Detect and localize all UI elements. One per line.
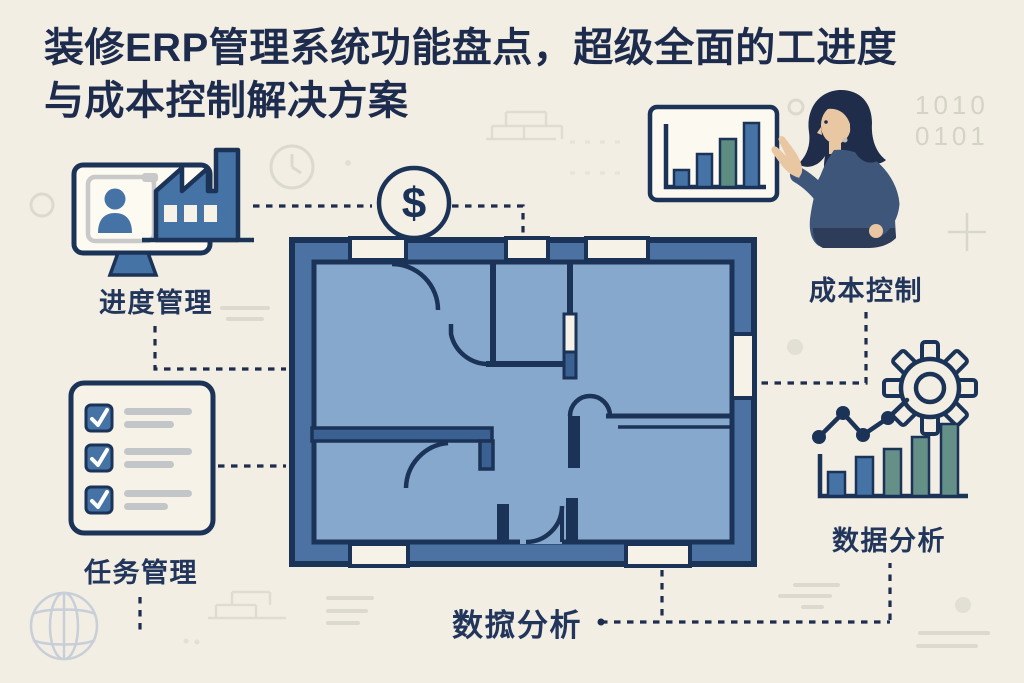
clock-icon bbox=[269, 144, 315, 190]
globe-icon bbox=[29, 591, 99, 661]
pointing-hand bbox=[771, 136, 803, 179]
plan-windows bbox=[348, 236, 756, 568]
hair-front bbox=[822, 93, 879, 163]
floor-plan bbox=[289, 236, 757, 568]
woman-presenter bbox=[771, 89, 900, 248]
faint-dash-rows bbox=[570, 140, 622, 175]
connector-end-dot bbox=[597, 618, 605, 626]
label-cost-control: 成本控制 bbox=[809, 276, 923, 306]
woman-presenter-scene bbox=[647, 89, 900, 248]
label-data-analysis-bottom: 数搲分析 bbox=[452, 608, 582, 643]
eye bbox=[824, 120, 828, 124]
label-task-management: 任务管理 bbox=[84, 558, 198, 588]
label-data-analysis-right: 数据分析 bbox=[832, 526, 946, 556]
plus-icon bbox=[948, 213, 986, 251]
plan-interior-walls bbox=[310, 261, 732, 545]
title-line-2: 与成本控制解决方案 bbox=[44, 78, 409, 123]
checklist-icon bbox=[68, 380, 216, 536]
binary-row-1: 1010 bbox=[915, 90, 989, 120]
face bbox=[821, 106, 851, 144]
monitor-with-factory-icon bbox=[71, 147, 254, 277]
brick-sketch-icon bbox=[208, 590, 286, 620]
monitor-stand bbox=[107, 251, 159, 277]
page-title: 装修ERP管理系统功能盘点，超级全面的工进度 与成本控制解决方案 bbox=[44, 22, 1004, 128]
right-hand bbox=[869, 224, 883, 238]
factory-windows bbox=[164, 205, 217, 222]
gear-icon bbox=[882, 340, 978, 436]
label-progress-management: 进度管理 bbox=[99, 288, 213, 318]
right-arm bbox=[865, 160, 900, 238]
gear-analytics-icon bbox=[812, 340, 978, 499]
dollar-coin-icon: $ bbox=[376, 165, 452, 241]
left-arm bbox=[790, 152, 849, 203]
person-icon bbox=[98, 188, 132, 233]
title-line-1: 装修ERP管理系统功能盘点，超级全面的工进度 bbox=[44, 26, 898, 70]
circle-decor bbox=[29, 192, 55, 218]
trend-line-icon bbox=[812, 397, 910, 444]
dollar-symbol: $ bbox=[402, 179, 426, 228]
checklist-rows bbox=[84, 403, 192, 515]
binary-text: 1010 0101 bbox=[915, 90, 989, 151]
analytics-bar-chart-icon bbox=[817, 422, 968, 499]
binary-row-2: 0101 bbox=[915, 120, 989, 151]
presentation-chart-icon bbox=[647, 104, 780, 203]
earring bbox=[842, 137, 848, 143]
